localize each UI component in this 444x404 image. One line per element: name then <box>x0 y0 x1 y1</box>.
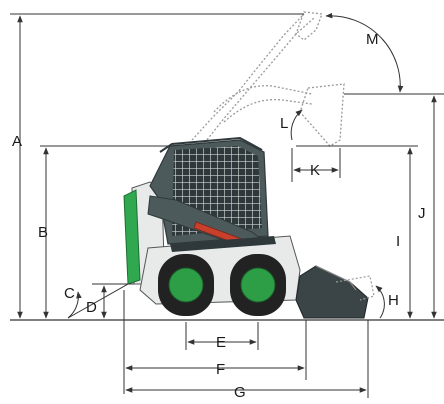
chassis-step <box>170 236 276 252</box>
rear-wheel <box>158 254 214 316</box>
dimension-lines <box>10 12 444 398</box>
dim-label-l: L <box>280 115 288 132</box>
dim-label-d: D <box>86 299 97 316</box>
dim-label-f: F <box>216 361 225 378</box>
dim-label-h: H <box>388 292 399 309</box>
bucket-dump-outline <box>335 275 375 301</box>
raised-bucket-outline <box>299 83 345 147</box>
dim-label-c: C <box>64 285 75 302</box>
front-wheel <box>230 254 286 316</box>
dim-label-m: M <box>366 31 379 48</box>
dim-c-arc <box>67 283 129 319</box>
dim-label-a: A <box>12 133 22 150</box>
dim-l-arc <box>290 109 303 141</box>
cab-roof <box>159 136 263 153</box>
dim-h-arc <box>375 285 385 319</box>
dim-label-k: K <box>310 162 320 179</box>
bucket-lip <box>315 265 357 291</box>
raised-bucket-top-outline <box>295 11 323 41</box>
dim-label-e: E <box>216 334 226 351</box>
rear-green-panel <box>123 189 141 285</box>
dim-label-b: B <box>38 224 48 241</box>
raised-boom-outline <box>191 13 315 147</box>
dim-label-i: I <box>396 233 400 250</box>
dim-label-j: J <box>418 205 426 222</box>
dim-label-g: G <box>234 384 246 401</box>
dim-m-arc <box>325 12 404 93</box>
